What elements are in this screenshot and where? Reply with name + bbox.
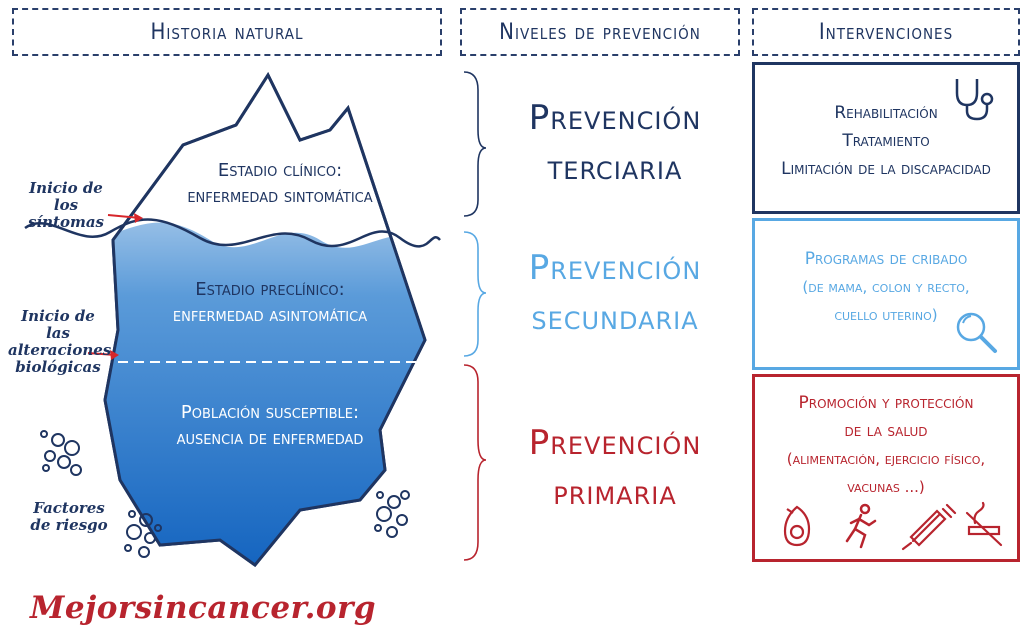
level-primary-line1: Prevención bbox=[528, 423, 702, 463]
intervention-secondary-item: Programas de cribado bbox=[804, 249, 968, 269]
stage-preclinical-line1: Estadio preclínico: bbox=[195, 279, 345, 300]
intervention-tertiary-item: Limitación de la discapacidad bbox=[781, 159, 991, 179]
iceberg-diagram bbox=[24, 71, 441, 568]
intervention-primary-item: vacunas ...) bbox=[847, 478, 925, 496]
header-interventions: Intervenciones bbox=[752, 8, 1020, 56]
intervention-primary-item: (alimentación, ejercicio físico, bbox=[786, 450, 986, 468]
label-symptoms-onset: Inicio de los síntomas bbox=[27, 179, 105, 231]
intervention-tertiary-item: Rehabilitación bbox=[834, 103, 938, 123]
level-primary: Prevención primaria bbox=[475, 418, 755, 518]
level-tertiary-line1: Prevención bbox=[528, 98, 702, 138]
stage-preclinical: Estadio preclínico: enfermedad asintomát… bbox=[150, 277, 390, 329]
intervention-primary-box: Promoción y protección de la salud (alim… bbox=[752, 374, 1020, 562]
level-tertiary: Prevención terciaria bbox=[475, 93, 755, 193]
avocado-icon bbox=[783, 505, 811, 547]
iceberg-body bbox=[105, 222, 425, 565]
intervention-tertiary-box: Rehabilitación Tratamiento Limitación de… bbox=[752, 62, 1020, 214]
label-risk-factors: Factores de riesgo bbox=[30, 499, 108, 534]
label-biological-onset: Inicio de las alteraciones biológicas bbox=[8, 307, 112, 376]
stage-preclinical-line2: enfermedad asintomática bbox=[172, 305, 368, 326]
running-icon bbox=[845, 503, 877, 549]
stage-susceptible-line1: Población susceptible: bbox=[180, 402, 360, 423]
prevention-brackets bbox=[463, 71, 487, 561]
bubbles-icon bbox=[124, 510, 162, 558]
bubbles-icon bbox=[40, 430, 82, 476]
stethoscope-icon bbox=[955, 79, 994, 121]
intervention-secondary-item: (de mama, colon y recto, bbox=[802, 278, 970, 296]
intervention-primary-item: Promoción y protección bbox=[798, 393, 974, 413]
header-prevention-levels: Niveles de prevención bbox=[460, 8, 740, 56]
stage-clinical-line2: enfermedad sintomática bbox=[187, 186, 373, 207]
intervention-secondary-item: cuello uterino) bbox=[834, 306, 938, 324]
no-smoking-icon bbox=[965, 501, 1003, 547]
water-line bbox=[24, 218, 441, 248]
header-natural-history: Historia natural bbox=[12, 8, 442, 56]
intervention-secondary-box: Programas de cribado (de mama, colon y r… bbox=[752, 218, 1020, 370]
stage-clinical: Estadio clínico: enfermedad sintomática bbox=[165, 158, 395, 210]
site-logo[interactable]: Mejorsincancer.org bbox=[30, 590, 377, 626]
stage-susceptible-line2: ausencia de enfermedad bbox=[176, 428, 364, 449]
level-tertiary-line2: terciaria bbox=[547, 148, 683, 188]
level-primary-line2: primaria bbox=[553, 473, 677, 513]
stage-susceptible: Población susceptible: ausencia de enfer… bbox=[150, 400, 390, 452]
level-secondary: Prevención secundaria bbox=[475, 243, 755, 343]
level-secondary-line1: Prevención bbox=[528, 248, 702, 288]
primary-icons-row bbox=[783, 501, 1003, 551]
intervention-primary-item: de la salud bbox=[844, 421, 928, 441]
syringe-icon bbox=[901, 503, 957, 551]
level-secondary-line2: secundaria bbox=[531, 298, 699, 338]
magnifier-icon bbox=[956, 312, 997, 353]
stage-clinical-line1: Estadio clínico: bbox=[217, 160, 343, 181]
bubbles-icon bbox=[374, 490, 410, 538]
intervention-tertiary-item: Tratamiento bbox=[842, 131, 930, 151]
